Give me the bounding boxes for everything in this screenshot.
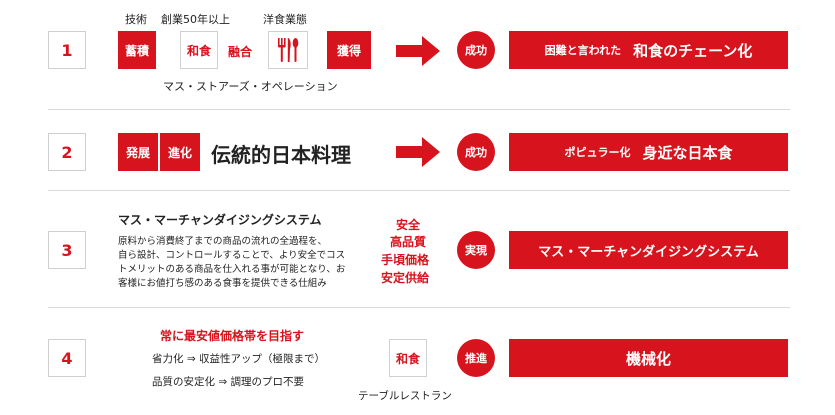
label-mass-store: マス・ストアーズ・オペレーション (163, 80, 338, 93)
fork-knife-spoon-icon (278, 38, 299, 62)
result-main: マス・マーチャンダイジングシステム (538, 244, 759, 260)
label-western: 洋食業態 (263, 13, 307, 26)
box-washoku: 和食 (180, 31, 218, 69)
goal-line-2: 品質の安定化 ⇒ 調理のプロ不要 (152, 376, 304, 388)
feature-safety: 安全 (396, 218, 421, 232)
goal-line-1: 省力化 ⇒ 収益性アップ（極限まで） (152, 353, 325, 365)
headline-traditional: 伝統的日本料理 (211, 143, 351, 167)
row-divider (48, 307, 790, 308)
status-circle: 実現 (457, 231, 495, 269)
status-circle: 成功 (457, 31, 495, 69)
result-sub: 困難と言われた (544, 44, 622, 57)
label-gijutsu: 技術 (125, 13, 147, 26)
row-number: 1 (48, 31, 86, 69)
mms-body-line: トメリットのある商品を仕入れる事が可能となり、お (118, 264, 346, 275)
feature-supply: 安定供給 (381, 271, 430, 285)
status-circle: 成功 (457, 133, 495, 171)
result-banner: 困難と言われた 和食のチェーン化 (509, 31, 788, 69)
row-number: 2 (48, 133, 86, 171)
box-cutlery (268, 31, 308, 69)
mms-body-line: 原料から消費終了までの商品の流れの全過程を、 (118, 236, 328, 247)
box-accumulate: 蓄積 (118, 31, 156, 69)
label-table-restaurant: テーブルレストラン (358, 390, 452, 402)
feature-price: 手頃価格 (381, 253, 430, 267)
result-main: 和食のチェーン化 (633, 41, 753, 60)
mms-body-line: 自ら設計、コントロールすることで、より安全でコス (118, 250, 346, 261)
result-main: 身近な日本食 (642, 143, 733, 162)
result-main: 機械化 (625, 349, 671, 368)
label-fuse: 融合 (228, 45, 253, 59)
row-number: 3 (48, 231, 86, 269)
box-develop: 発展 (118, 133, 158, 171)
row-number: 4 (48, 339, 86, 377)
box-evolve: 進化 (160, 133, 200, 171)
result-sub: ポピュラー化 (564, 146, 631, 159)
status-circle: 推進 (457, 339, 495, 377)
box-acquire: 獲得 (327, 31, 371, 69)
row-divider (48, 190, 790, 191)
result-banner: マス・マーチャンダイジングシステム (509, 231, 788, 269)
row-divider (48, 109, 790, 110)
arrow-right-icon (396, 137, 440, 167)
arrow-right-icon (396, 36, 440, 66)
feature-quality: 高品質 (390, 235, 427, 249)
result-banner: 機械化 (509, 339, 788, 377)
result-banner: ポピュラー化 身近な日本食 (509, 133, 788, 171)
goal-heading: 常に最安値価格帯を目指す (160, 329, 305, 343)
mms-body-line: 客様にお値打ち感のある食事を提供できる仕組み (118, 278, 327, 289)
box-washoku: 和食 (389, 339, 427, 377)
mms-title: マス・マーチャンダイジングシステム (118, 213, 322, 227)
label-founded: 創業50年以上 (161, 13, 230, 26)
